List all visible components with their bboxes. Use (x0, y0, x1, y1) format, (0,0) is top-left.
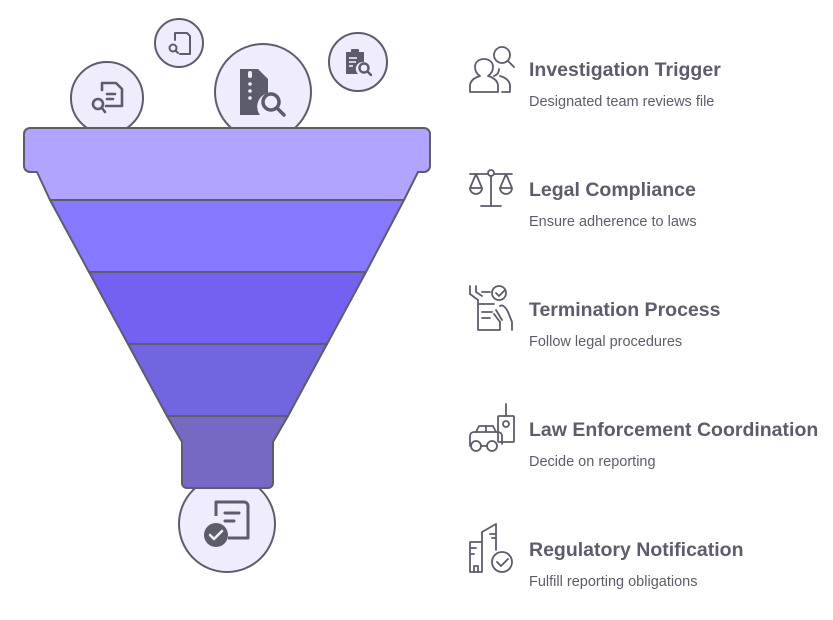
step-description: Follow legal procedures (529, 334, 683, 350)
step-regulatory-notification: Regulatory Notification Fulfill reportin… (464, 522, 824, 592)
step-description: Designated team reviews file (529, 94, 715, 110)
step-title: Regulatory Notification (529, 539, 744, 561)
step-title: Legal Compliance (529, 179, 696, 201)
people-search-icon (469, 46, 515, 93)
building-check-icon (469, 523, 513, 573)
scales-icon (469, 169, 513, 207)
step-title: Termination Process (529, 299, 721, 321)
step-title: Investigation Trigger (529, 59, 721, 81)
input-bubble-zip-file-search (214, 43, 312, 141)
step-law-enforcement-coordination: Law Enforcement Coordination Decide on r… (464, 402, 824, 472)
output-bubble (178, 475, 276, 573)
input-bubble-clipboard-search (328, 32, 388, 92)
step-legal-compliance: Legal Compliance Ensure adherence to law… (464, 162, 824, 232)
file-search-icon (168, 32, 191, 55)
funnel-rim (23, 127, 431, 201)
document-check-icon (204, 500, 250, 547)
input-bubble-file-search (154, 18, 204, 68)
step-description: Ensure adherence to laws (529, 214, 697, 230)
document-search-icon (91, 81, 124, 114)
document-sign-icon (469, 285, 513, 331)
zip-file-search-icon (240, 69, 286, 117)
funnel-spout (166, 415, 289, 489)
step-title: Law Enforcement Coordination (529, 419, 819, 441)
step-description: Decide on reporting (529, 454, 656, 470)
police-car-radio-icon (469, 403, 515, 452)
clipboard-search-icon (346, 49, 373, 77)
input-bubble-document-search (70, 61, 144, 135)
funnel-layer-1 (49, 199, 405, 273)
step-description: Fulfill reporting obligations (529, 574, 698, 590)
step-investigation-trigger: Investigation Trigger Designated team re… (464, 42, 824, 112)
funnel-layer-2 (88, 271, 367, 345)
funnel-layer-3 (127, 343, 328, 417)
step-termination-process: Termination Process Follow legal procedu… (464, 282, 824, 352)
